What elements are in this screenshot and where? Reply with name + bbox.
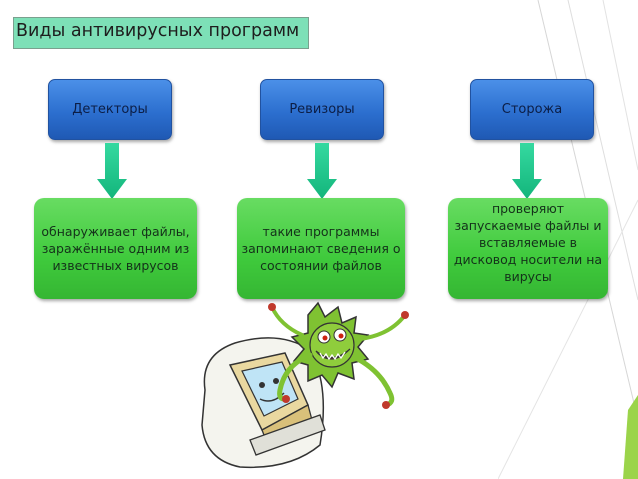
description-auditors: такие программы запоминают сведения о со… xyxy=(237,198,405,299)
virus-attacking-computer-illustration xyxy=(201,301,409,469)
description-detectors: обнаруживает файлы, заражённые одним из … xyxy=(34,198,197,299)
down-arrow-icon xyxy=(512,143,542,199)
page-title: Виды антивирусных программ xyxy=(16,21,300,41)
description-watchdogs: проверяют запускаемые файлы и вставляемы… xyxy=(448,198,608,299)
heading-watchdogs: Сторожа xyxy=(470,79,594,140)
down-arrow-icon xyxy=(307,143,337,199)
virus-monster-illustration xyxy=(268,301,409,409)
heading-auditors: Ревизоры xyxy=(260,79,384,140)
lime-corner-accent xyxy=(623,395,638,479)
down-arrow-icon xyxy=(97,143,127,199)
heading-detectors: Детекторы xyxy=(48,79,172,140)
title-box xyxy=(13,17,309,49)
